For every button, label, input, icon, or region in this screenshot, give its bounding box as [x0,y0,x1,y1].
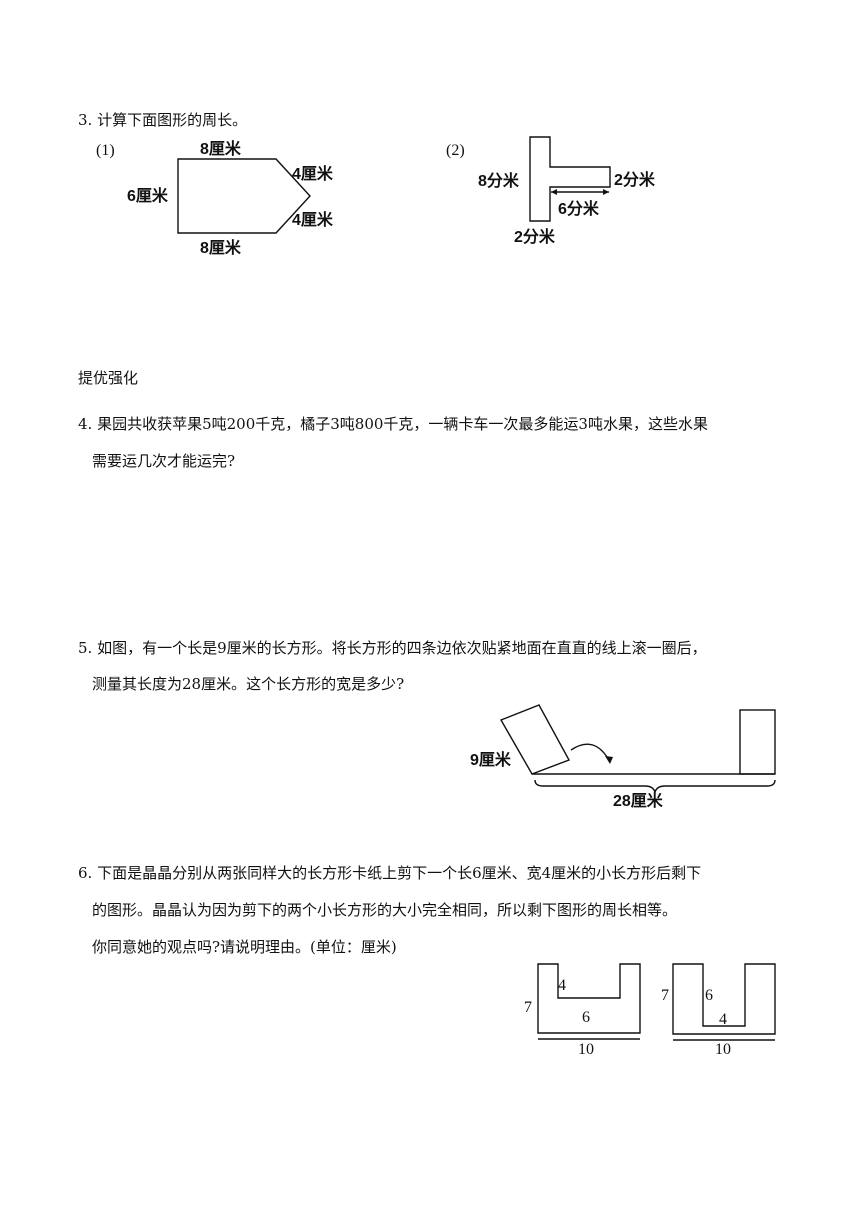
shape-b-cut-width-label: 4 [719,1011,727,1028]
question-3-title: 3. 计算下面图形的周长。 [78,111,248,129]
pentagon-right-top-label: 4厘米 [292,164,334,183]
shape-a-height-label: 7 [524,999,532,1016]
rectangle-length-label: 9厘米 [470,750,512,769]
shape-a-cut-depth-label: 4 [558,977,566,994]
figure-2-number: (2) [446,142,465,159]
question-6-line-3: 你同意她的观点吗?请说明理由。(单位：厘米) [92,938,397,956]
tilted-rectangle [499,704,570,775]
t-shape [529,136,611,222]
pentagon-left-label: 6厘米 [127,186,169,205]
question-5-line-1: 5. 如图，有一个长是9厘米的长方形。将长方形的四条边依次贴紧地面在直直的线上滚… [78,639,707,657]
cut-shape-a [537,963,641,1034]
shape-a-width-label: 10 [578,1041,594,1058]
roll-direction-arrow [570,743,611,763]
pentagon-shape [177,158,311,234]
question-5-line-2: 测量其长度为28厘米。这个长方形的宽是多少? [92,675,405,693]
figure-pentagon: (1) 8厘米 6厘米 4厘米 4厘米 8厘米 [96,139,334,257]
shape-b-cut-depth-label: 6 [705,987,713,1004]
figure-1-number: (1) [96,142,115,159]
pentagon-right-bottom-label: 4厘米 [292,210,334,229]
question-4-line-2: 需要运几次才能运完? [92,452,236,470]
t-bottom-label: 2分米 [514,227,556,246]
roll-arrow-head [605,756,613,764]
distance-brace [534,779,776,795]
arrow-head-right [603,189,609,195]
section-heading: 提优强化 [78,369,139,387]
arrow-head-left [551,189,557,195]
pentagon-bottom-label: 8厘米 [200,238,242,257]
final-rectangle [739,709,776,775]
figure-cut-shape-b: 7 6 4 10 [661,963,776,1058]
question-4-line-1: 4. 果园共收获苹果5吨200千克，橘子3吨800千克，一辆卡车一次最多能运3吨… [78,415,708,433]
figure-cut-shape-a: 7 4 6 10 [524,963,641,1058]
pentagon-top-label: 8厘米 [200,139,242,158]
t-arm-length-label: 6分米 [558,199,600,218]
question-6-line-2: 的图形。晶晶认为因为剪下的两个小长方形的大小完全相同，所以剩下图形的周长相等。 [92,901,678,919]
cut-shape-b [672,963,776,1035]
t-thickness-label: 2分米 [614,170,656,189]
distance-label: 28厘米 [613,791,664,810]
question-6-line-1: 6. 下面是晶晶分别从两张同样大的长方形卡纸上剪下一个长6厘米、宽4厘米的小长方… [78,864,702,882]
shape-b-height-label: 7 [661,987,669,1004]
shape-a-cut-width-label: 6 [582,1009,590,1026]
figure-t-shape: (2) 8分米 2分米 6分米 2分米 [446,136,656,246]
figure-rolling-rectangle: 9厘米 28厘米 [470,704,776,810]
shape-b-width-label: 10 [715,1041,731,1058]
t-height-label: 8分米 [478,171,520,190]
